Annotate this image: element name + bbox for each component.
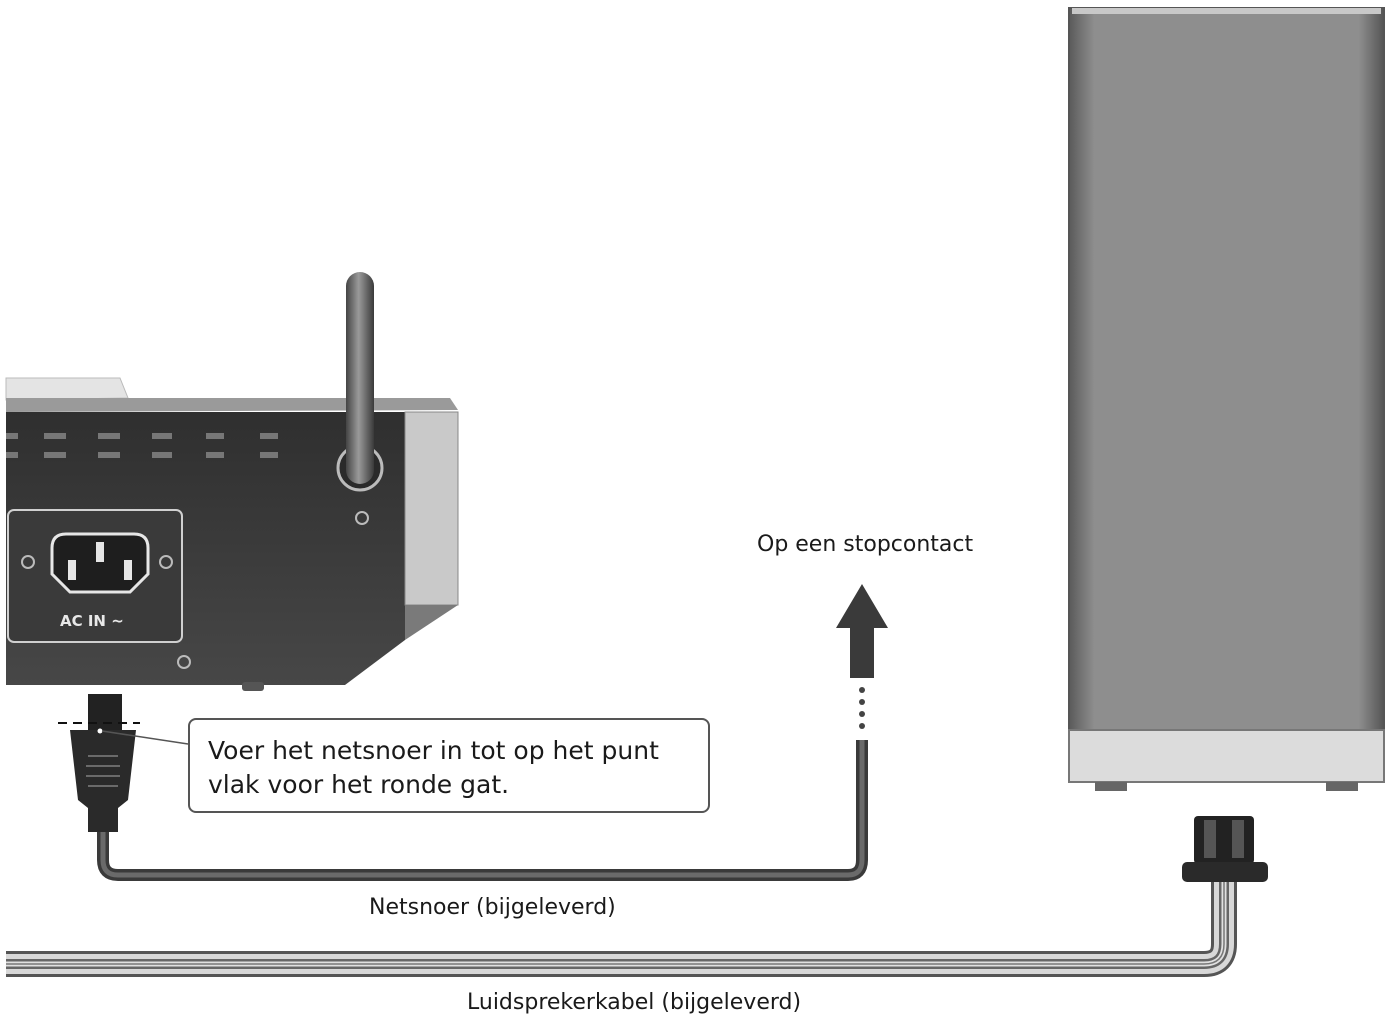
power-plug bbox=[58, 694, 140, 832]
screw-icon bbox=[177, 655, 191, 669]
speaker-foot-left bbox=[1095, 782, 1127, 791]
ac-pin-right bbox=[124, 560, 132, 580]
power-cord-label: Netsnoer (bijgeleverd) bbox=[369, 895, 616, 920]
unit-side-shadow bbox=[405, 605, 458, 640]
antenna-icon bbox=[346, 272, 374, 484]
plug-body bbox=[70, 730, 136, 832]
plug-collar bbox=[88, 694, 122, 732]
speaker-body bbox=[1068, 7, 1385, 731]
vent-row bbox=[6, 433, 278, 458]
callout-leader bbox=[101, 730, 189, 745]
ac-pin-left bbox=[68, 560, 76, 580]
screw-icon bbox=[159, 555, 173, 569]
screw-icon bbox=[21, 555, 35, 569]
ac-pin-center bbox=[96, 542, 104, 562]
unit-foot bbox=[242, 682, 264, 691]
speaker-top-edge bbox=[1072, 8, 1381, 14]
cord-continuation-dots bbox=[859, 687, 865, 729]
speaker-foot-right bbox=[1326, 782, 1358, 791]
ac-in-label: AC IN ~ bbox=[60, 612, 124, 630]
unit-top-edge bbox=[6, 398, 458, 412]
speaker-connector bbox=[1182, 816, 1268, 882]
unit-side-panel bbox=[404, 411, 459, 606]
speaker-cable bbox=[6, 882, 1237, 977]
speaker bbox=[1068, 7, 1385, 791]
callout-text: Voer het netsnoer in tot op het punt vla… bbox=[208, 736, 659, 799]
arrow-up-icon bbox=[836, 584, 888, 678]
speaker-base bbox=[1068, 729, 1385, 783]
plug-marker-point bbox=[97, 728, 103, 734]
main-unit bbox=[5, 272, 459, 691]
screw-icon bbox=[355, 511, 369, 525]
unit-top-cover bbox=[5, 377, 129, 401]
callout-box: Voer het netsnoer in tot op het punt vla… bbox=[188, 718, 710, 813]
outlet-label: Op een stopcontact bbox=[757, 532, 974, 557]
speaker-cable-label: Luidsprekerkabel (bijgeleverd) bbox=[467, 990, 802, 1015]
